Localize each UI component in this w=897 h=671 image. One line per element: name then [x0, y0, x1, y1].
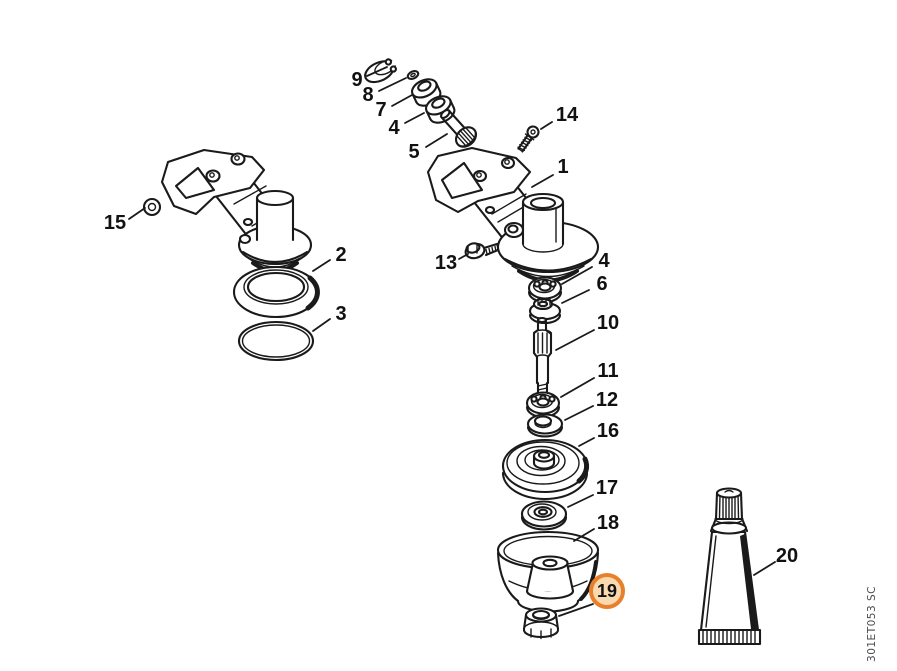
leader-line — [578, 437, 595, 447]
callout-7[interactable]: 7 — [375, 94, 413, 121]
callout-5[interactable]: 5 — [408, 133, 448, 163]
part-16-rope-rotor — [501, 438, 590, 500]
callout-2[interactable]: 2 — [312, 244, 347, 272]
callout-19-highlighted[interactable]: 19 — [558, 573, 625, 617]
part-3-o-ring — [237, 320, 315, 362]
callout-10[interactable]: 10 — [555, 312, 619, 351]
part-12-washer — [526, 413, 564, 438]
part-number-label: 4 — [598, 250, 610, 272]
part-8-washer — [406, 70, 420, 80]
part-number-label: 6 — [596, 273, 607, 295]
leader-line — [391, 94, 413, 107]
leader-line — [753, 561, 776, 576]
part-number-label: 13 — [435, 252, 457, 274]
leader-line — [531, 174, 554, 188]
callout-11[interactable]: 11 — [560, 360, 619, 398]
part-19-collar-nut — [522, 607, 560, 640]
callout-3[interactable]: 3 — [312, 303, 347, 332]
part-15-plug — [142, 197, 162, 217]
leader-line — [561, 289, 590, 304]
leader-line — [378, 77, 407, 92]
leader-line — [558, 603, 594, 617]
part-4-bearing-ring-top — [425, 95, 456, 124]
leader-line — [312, 318, 331, 332]
part-number-label: 5 — [408, 141, 419, 163]
part-number-label: 19 — [597, 581, 617, 601]
part-1-gearhead-housing — [426, 146, 600, 283]
callout-4[interactable]: 4 — [561, 250, 610, 285]
leader-line — [540, 121, 553, 130]
callout-1[interactable]: 1 — [531, 156, 569, 188]
leader-line — [366, 66, 388, 77]
leader-line — [573, 528, 595, 542]
leader-line — [128, 207, 146, 220]
part-2-collar-ring — [232, 265, 320, 319]
part-17-washer — [520, 500, 568, 531]
part-assembled-gearhead — [160, 148, 313, 273]
callout-15[interactable]: 15 — [104, 207, 146, 234]
part-number-label: 3 — [335, 303, 346, 325]
part-10-shaft — [532, 316, 553, 402]
part-11-ball-bearing — [525, 391, 561, 419]
callout-12[interactable]: 12 — [564, 389, 618, 421]
highlight-badge — [589, 573, 625, 609]
callout-17[interactable]: 17 — [567, 477, 618, 508]
part-7-bearing-ring — [411, 78, 442, 107]
part-20-grease-tube — [697, 487, 762, 646]
part-14-screw — [517, 125, 540, 153]
part-number-label: 20 — [776, 545, 798, 567]
part-4-ball-bearing — [527, 276, 563, 304]
leader-line — [312, 259, 331, 272]
part-number-label: 10 — [597, 312, 619, 334]
part-number-label: 8 — [362, 84, 373, 106]
part-number-label: 2 — [335, 244, 346, 266]
leader-line — [561, 266, 593, 285]
part-number-label: 15 — [104, 212, 126, 234]
leader-line — [425, 133, 448, 148]
part-number-label: 14 — [556, 104, 579, 126]
leader-line — [458, 253, 469, 260]
part-number-label: 12 — [596, 389, 618, 411]
callout-18[interactable]: 18 — [573, 512, 619, 542]
part-number-label: 16 — [597, 420, 619, 442]
leader-line — [404, 112, 425, 124]
part-number-label: 18 — [597, 512, 619, 534]
leader-line — [567, 494, 594, 508]
callout-8[interactable]: 8 — [362, 77, 407, 106]
part-number-label: 4 — [388, 117, 400, 139]
part-number-label: 7 — [375, 99, 386, 121]
callout-6[interactable]: 6 — [561, 273, 608, 304]
part-9-snap-ring — [364, 58, 397, 84]
leader-line — [560, 377, 595, 398]
part-18-protective-cup — [496, 530, 600, 613]
callout-13[interactable]: 13 — [435, 252, 469, 274]
callout-9[interactable]: 9 — [351, 66, 388, 91]
callout-4[interactable]: 4 — [388, 112, 425, 139]
callout-20[interactable]: 20 — [753, 545, 798, 576]
part-number-label: 1 — [557, 156, 568, 178]
leader-line — [564, 405, 594, 421]
drawing-layer — [142, 58, 762, 646]
part-number-label: 17 — [596, 477, 618, 499]
part-13-flange-screw — [464, 242, 500, 260]
diagram-code-label: 301ET053 SC — [866, 586, 878, 662]
part-number-label: 9 — [351, 69, 362, 91]
callout-14[interactable]: 14 — [540, 104, 579, 130]
leader-line — [555, 329, 595, 351]
part-number-label: 11 — [597, 360, 618, 382]
callout-16[interactable]: 16 — [578, 420, 619, 447]
part-5-stud-bolt — [440, 108, 478, 148]
